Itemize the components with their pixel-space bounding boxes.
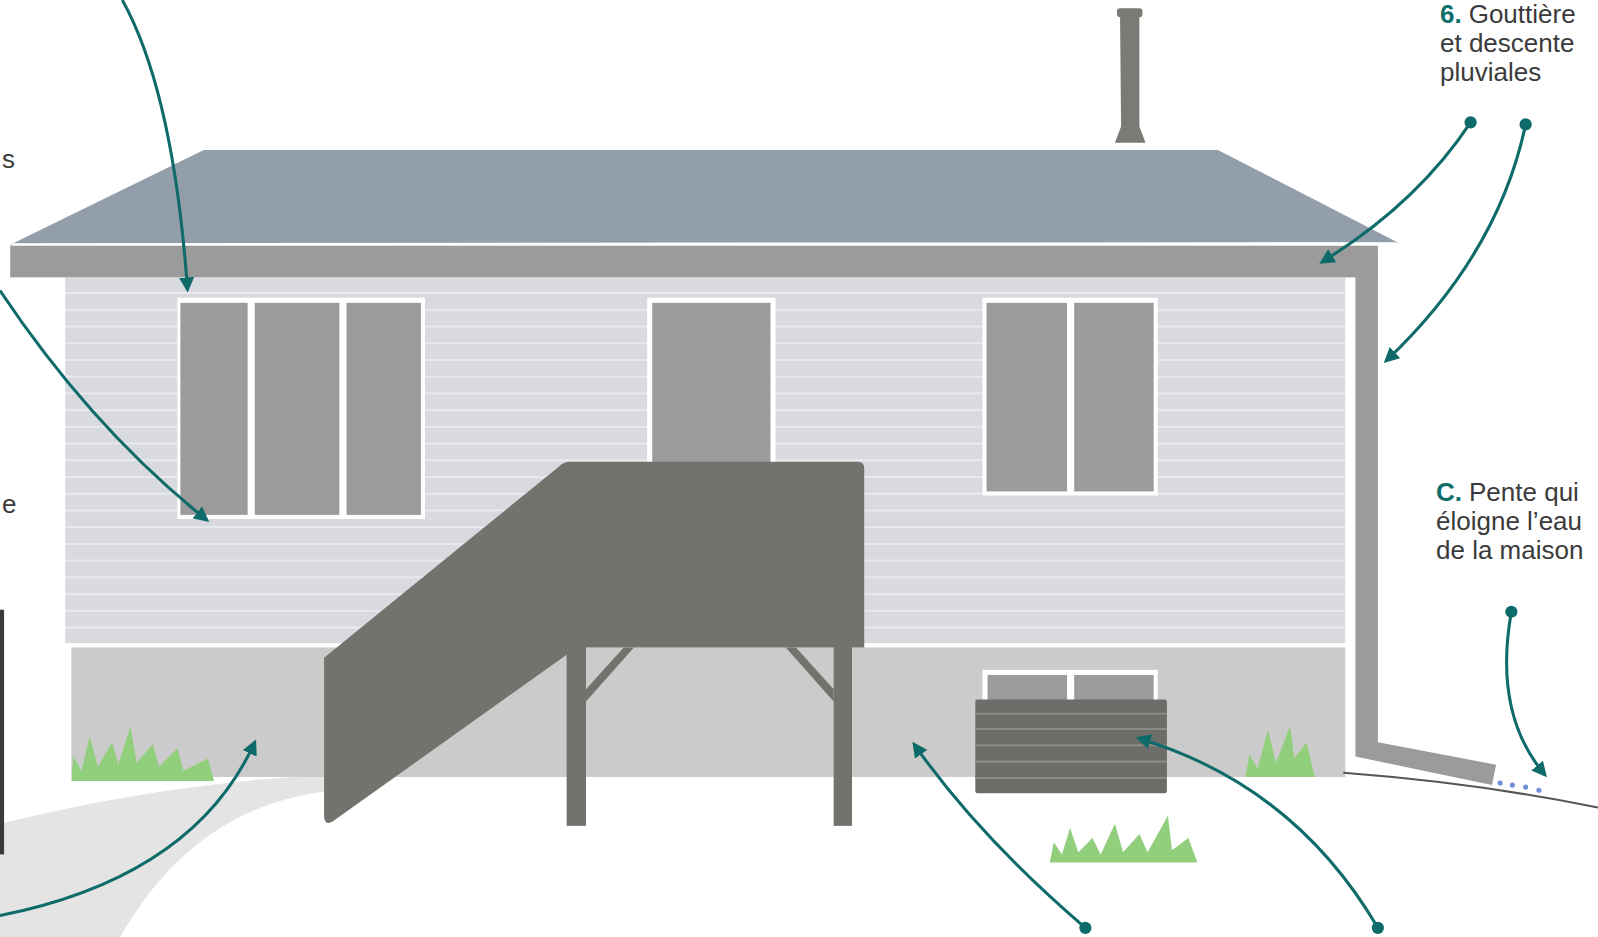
window-frame [982,298,1157,496]
window-pane [347,303,421,515]
window-well [975,699,1167,793]
roof-edge [12,244,1396,245]
window-pane [1074,303,1153,492]
window-frame [177,298,425,519]
callout: C.Pente qui éloigne l’eau de la maison [1436,478,1596,565]
callout-text: s [2,144,15,174]
callout-text: e [2,489,16,519]
callout-number: C. [1436,477,1462,507]
chimney-cap [1117,8,1142,17]
window-well-bars [975,714,1167,778]
leader-lines [0,0,1545,928]
roof [10,150,1398,245]
gutter [10,246,1378,278]
window-pane [180,303,247,515]
callout: e [2,490,42,519]
callout: 6.Gouttière et descente pluviales [1440,0,1594,87]
door [652,303,770,471]
grass [71,726,1314,863]
callout: s [2,145,42,174]
staircase [324,462,864,826]
chimney [1115,12,1146,143]
window-pane [987,303,1068,492]
driveway [0,775,326,937]
door-frame [647,298,775,471]
window-pane [988,675,1067,704]
photo-edge [0,610,4,855]
water-drops [1498,780,1542,792]
callout-number: 6. [1440,0,1462,29]
wall-trim [1345,277,1355,644]
window-pane [1074,675,1153,704]
window-pane [255,303,340,515]
ground-slope [1343,773,1598,808]
